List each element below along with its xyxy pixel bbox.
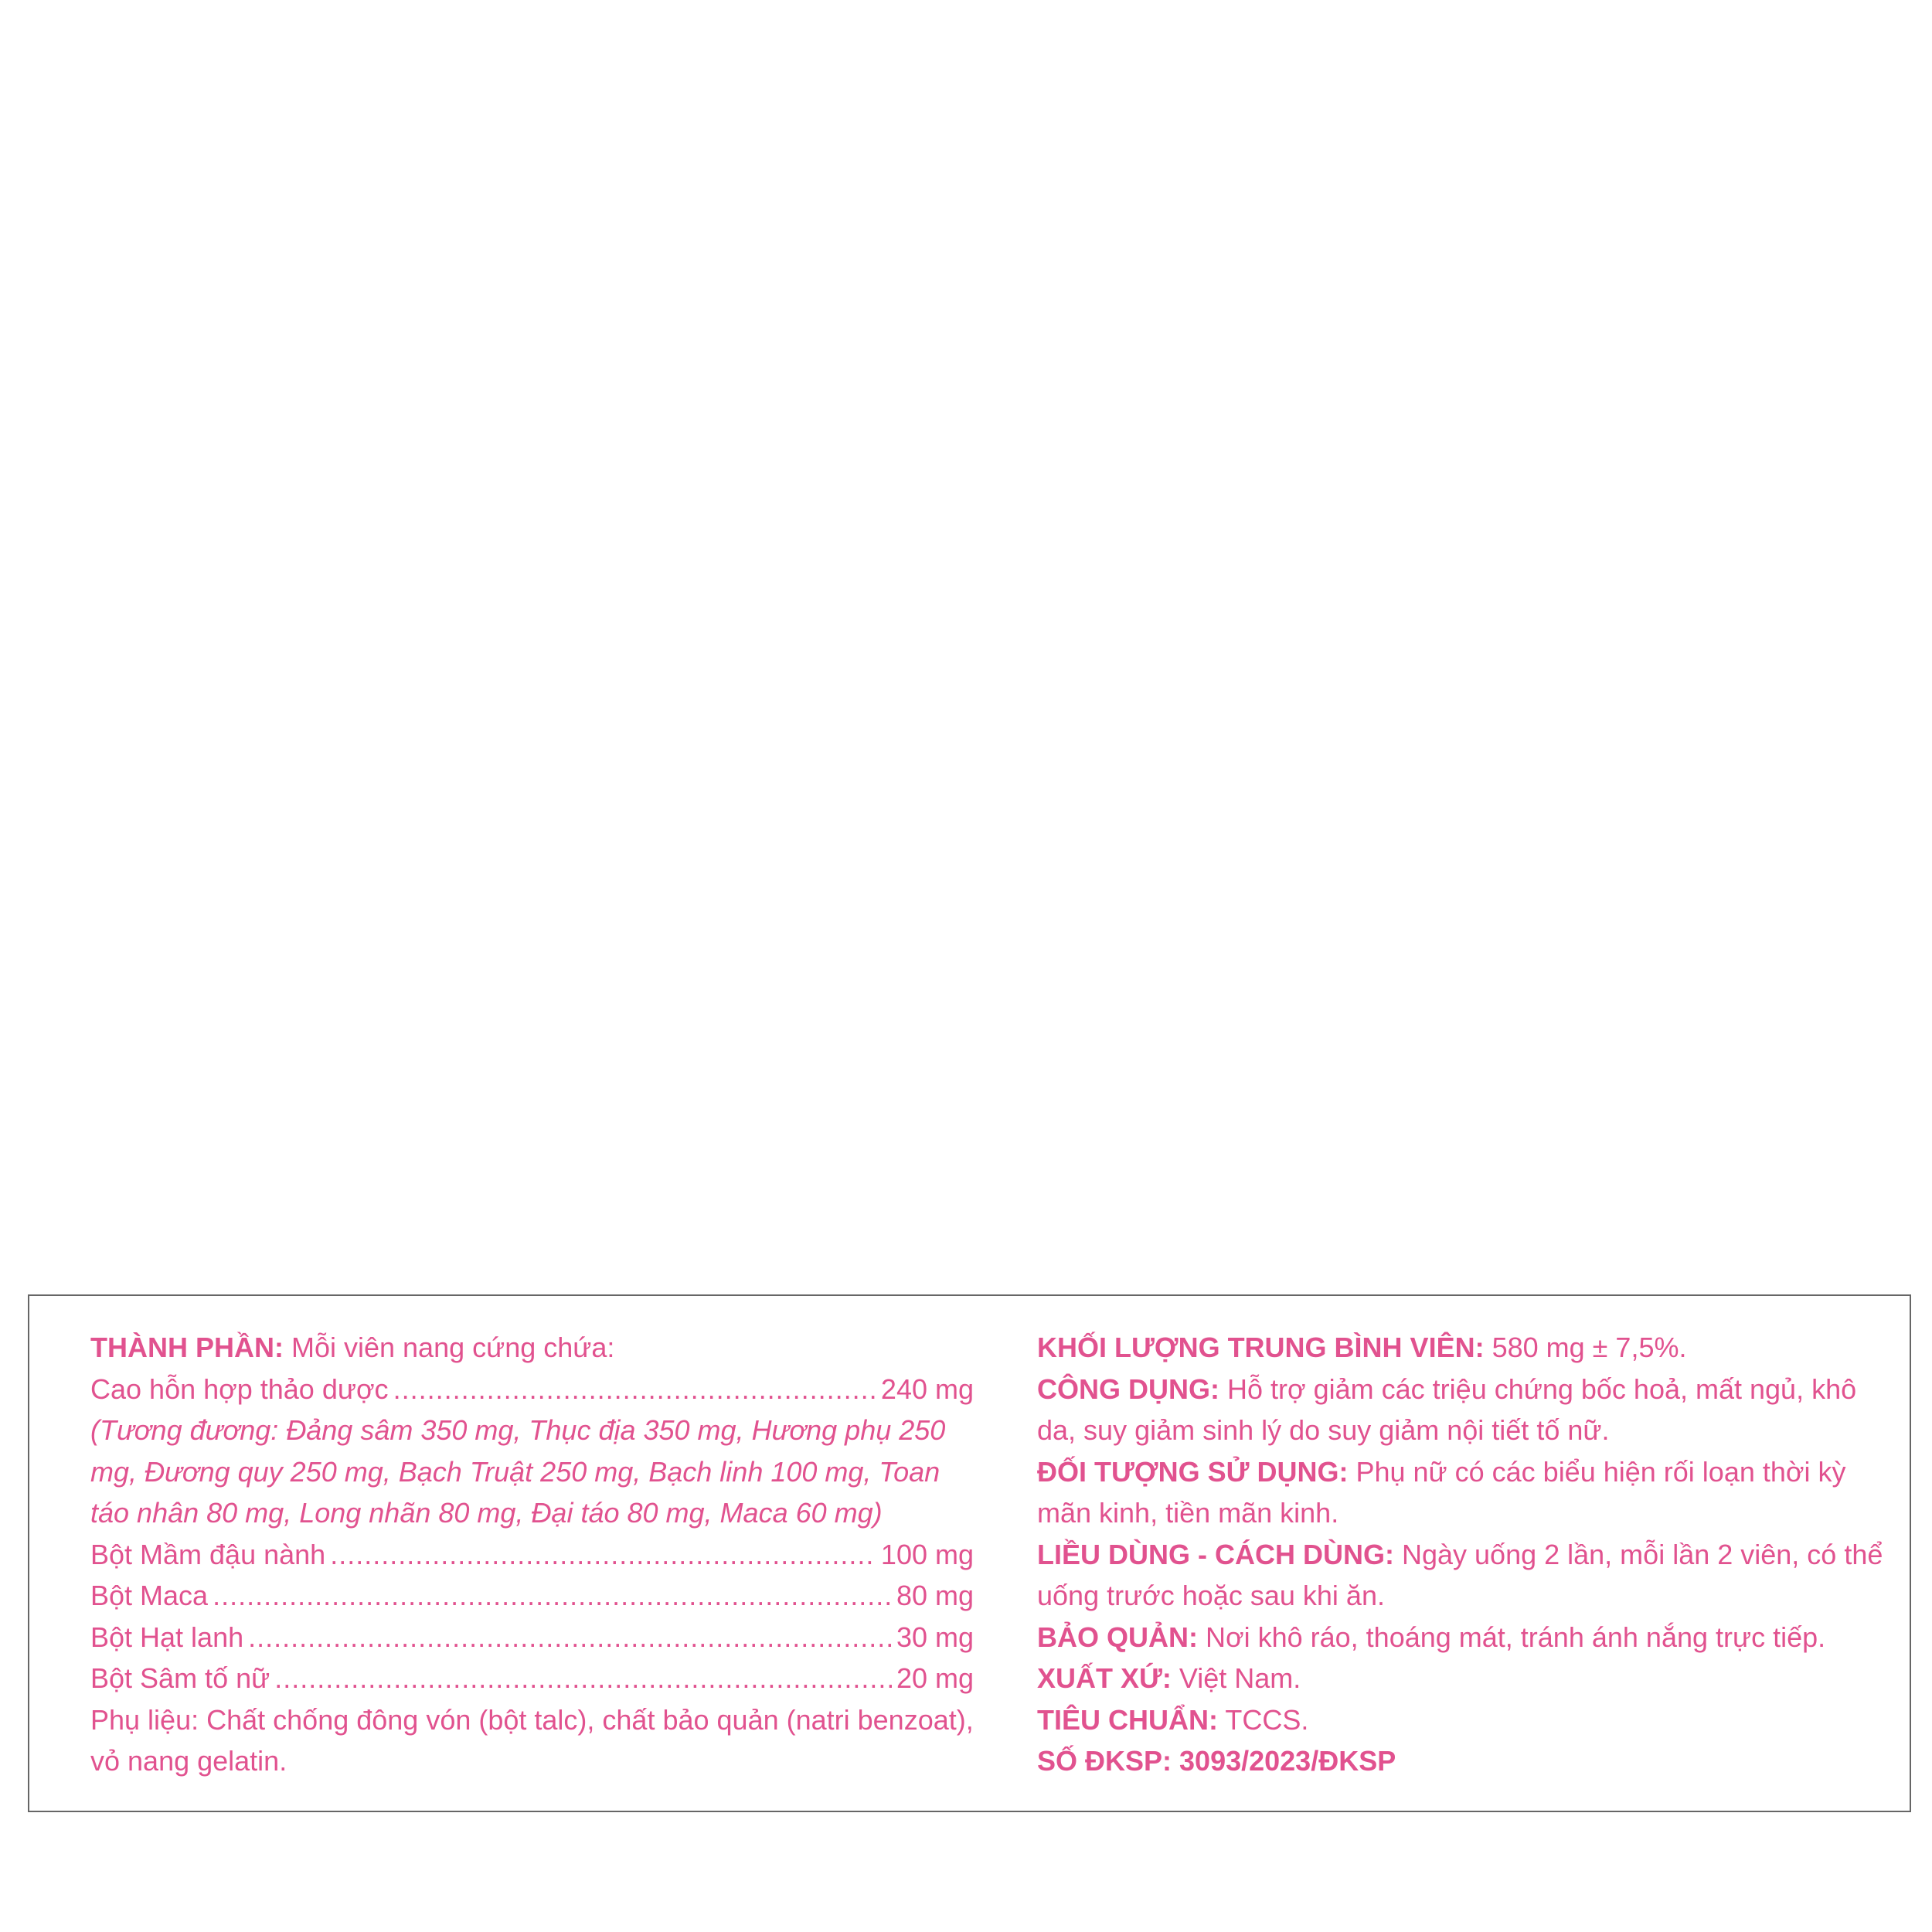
origin-line: XUẤT XỨ: Việt Nam. [1037, 1658, 1887, 1699]
ingredient-row: Bột Maca 80 mg [90, 1575, 974, 1617]
leader-dots [274, 1658, 892, 1699]
target-label: ĐỐI TƯỢNG SỬ DỤNG: [1037, 1455, 1349, 1488]
standard-value: TCCS. [1217, 1703, 1309, 1736]
weight-line: KHỐI LƯỢNG TRUNG BÌNH VIÊN: 580 mg ± 7,5… [1037, 1327, 1887, 1369]
leader-dots [213, 1575, 892, 1617]
dosage-label: LIỀU DÙNG - CÁCH DÙNG: [1037, 1538, 1394, 1570]
ingredient-amount: 100 mg [880, 1538, 974, 1570]
standard-label: TIÊU CHUẨN: [1037, 1703, 1218, 1736]
ingredient-row: Bột Sâm tố nữ 20 mg [90, 1658, 974, 1699]
ingredient-amount: 80 mg [896, 1580, 974, 1611]
ingredient-row: Bột Mầm đậu nành 100 mg [90, 1534, 974, 1576]
target-line: ĐỐI TƯỢNG SỬ DỤNG: Phụ nữ có các biểu hi… [1037, 1451, 1887, 1534]
composition-heading: THÀNH PHẦN: [90, 1332, 284, 1363]
composition-intro: Mỗi viên nang cứng chứa: [283, 1332, 615, 1363]
composition-line: THÀNH PHẦN: Mỗi viên nang cứng chứa: [90, 1327, 974, 1369]
origin-value: Việt Nam. [1171, 1662, 1301, 1694]
ingredient-name: Bột Hạt lanh [90, 1621, 244, 1653]
target-value: Phụ nữ có các biểu hiện rối loạn thời kỳ… [1037, 1455, 1846, 1529]
ingredient-amount: 30 mg [896, 1621, 974, 1653]
uses-line: CÔNG DỤNG: Hỗ trợ giảm các triệu chứng b… [1037, 1369, 1887, 1451]
leader-dots [330, 1534, 876, 1576]
storage-label: BẢO QUẢN: [1037, 1621, 1198, 1653]
uses-label: CÔNG DỤNG: [1037, 1372, 1219, 1405]
storage-value: Nơi khô ráo, thoáng mát, tránh ánh nắng … [1197, 1621, 1826, 1653]
leader-dots [248, 1617, 892, 1658]
product-info-label: THÀNH PHẦN: Mỗi viên nang cứng chứa: Cao… [28, 1294, 1911, 1812]
weight-label: KHỐI LƯỢNG TRUNG BÌNH VIÊN: [1037, 1332, 1485, 1363]
excipients-text: Phụ liệu: Chất chống đông vón (bột talc)… [90, 1703, 974, 1777]
usage-column: KHỐI LƯỢNG TRUNG BÌNH VIÊN: 580 mg ± 7,5… [1037, 1327, 1887, 1782]
ingredient-name: Bột Maca [90, 1580, 209, 1611]
ingredient-row: Bột Hạt lanh 30 mg [90, 1617, 974, 1658]
ingredient-amount: 20 mg [896, 1662, 974, 1694]
uses-value: Hỗ trợ giảm các triệu chứng bốc hoả, mất… [1037, 1372, 1857, 1447]
standard-line: TIÊU CHUẨN: TCCS. [1037, 1699, 1887, 1741]
equivalent-note: (Tương đương: Đảng sâm 350 mg, Thục địa … [90, 1414, 946, 1529]
leader-dots [393, 1369, 876, 1410]
herbal-extract-row: Cao hỗn hợp thảo dược 240 mg [90, 1369, 974, 1410]
dosage-value: Ngày uống 2 lần, mỗi lần 2 viên, có thể … [1037, 1538, 1883, 1612]
origin-label: XUẤT XỨ: [1037, 1662, 1172, 1694]
weight-value: 580 mg ± 7,5%. [1484, 1332, 1687, 1363]
composition-column: THÀNH PHẦN: Mỗi viên nang cứng chứa: Cao… [90, 1327, 974, 1782]
ingredient-name: Bột Mầm đậu nành [90, 1538, 326, 1570]
ingredient-amount: 240 mg [880, 1372, 974, 1405]
dosage-line: LIỀU DÙNG - CÁCH DÙNG: Ngày uống 2 lần, … [1037, 1534, 1887, 1617]
registration-number: SỐ ĐKSP: 3093/2023/ĐKSP [1037, 1745, 1396, 1777]
storage-line: BẢO QUẢN: Nơi khô ráo, thoáng mát, tránh… [1037, 1617, 1887, 1658]
ingredient-name: Cao hỗn hợp thảo dược [90, 1372, 389, 1405]
ingredient-name: Bột Sâm tố nữ [90, 1662, 270, 1694]
